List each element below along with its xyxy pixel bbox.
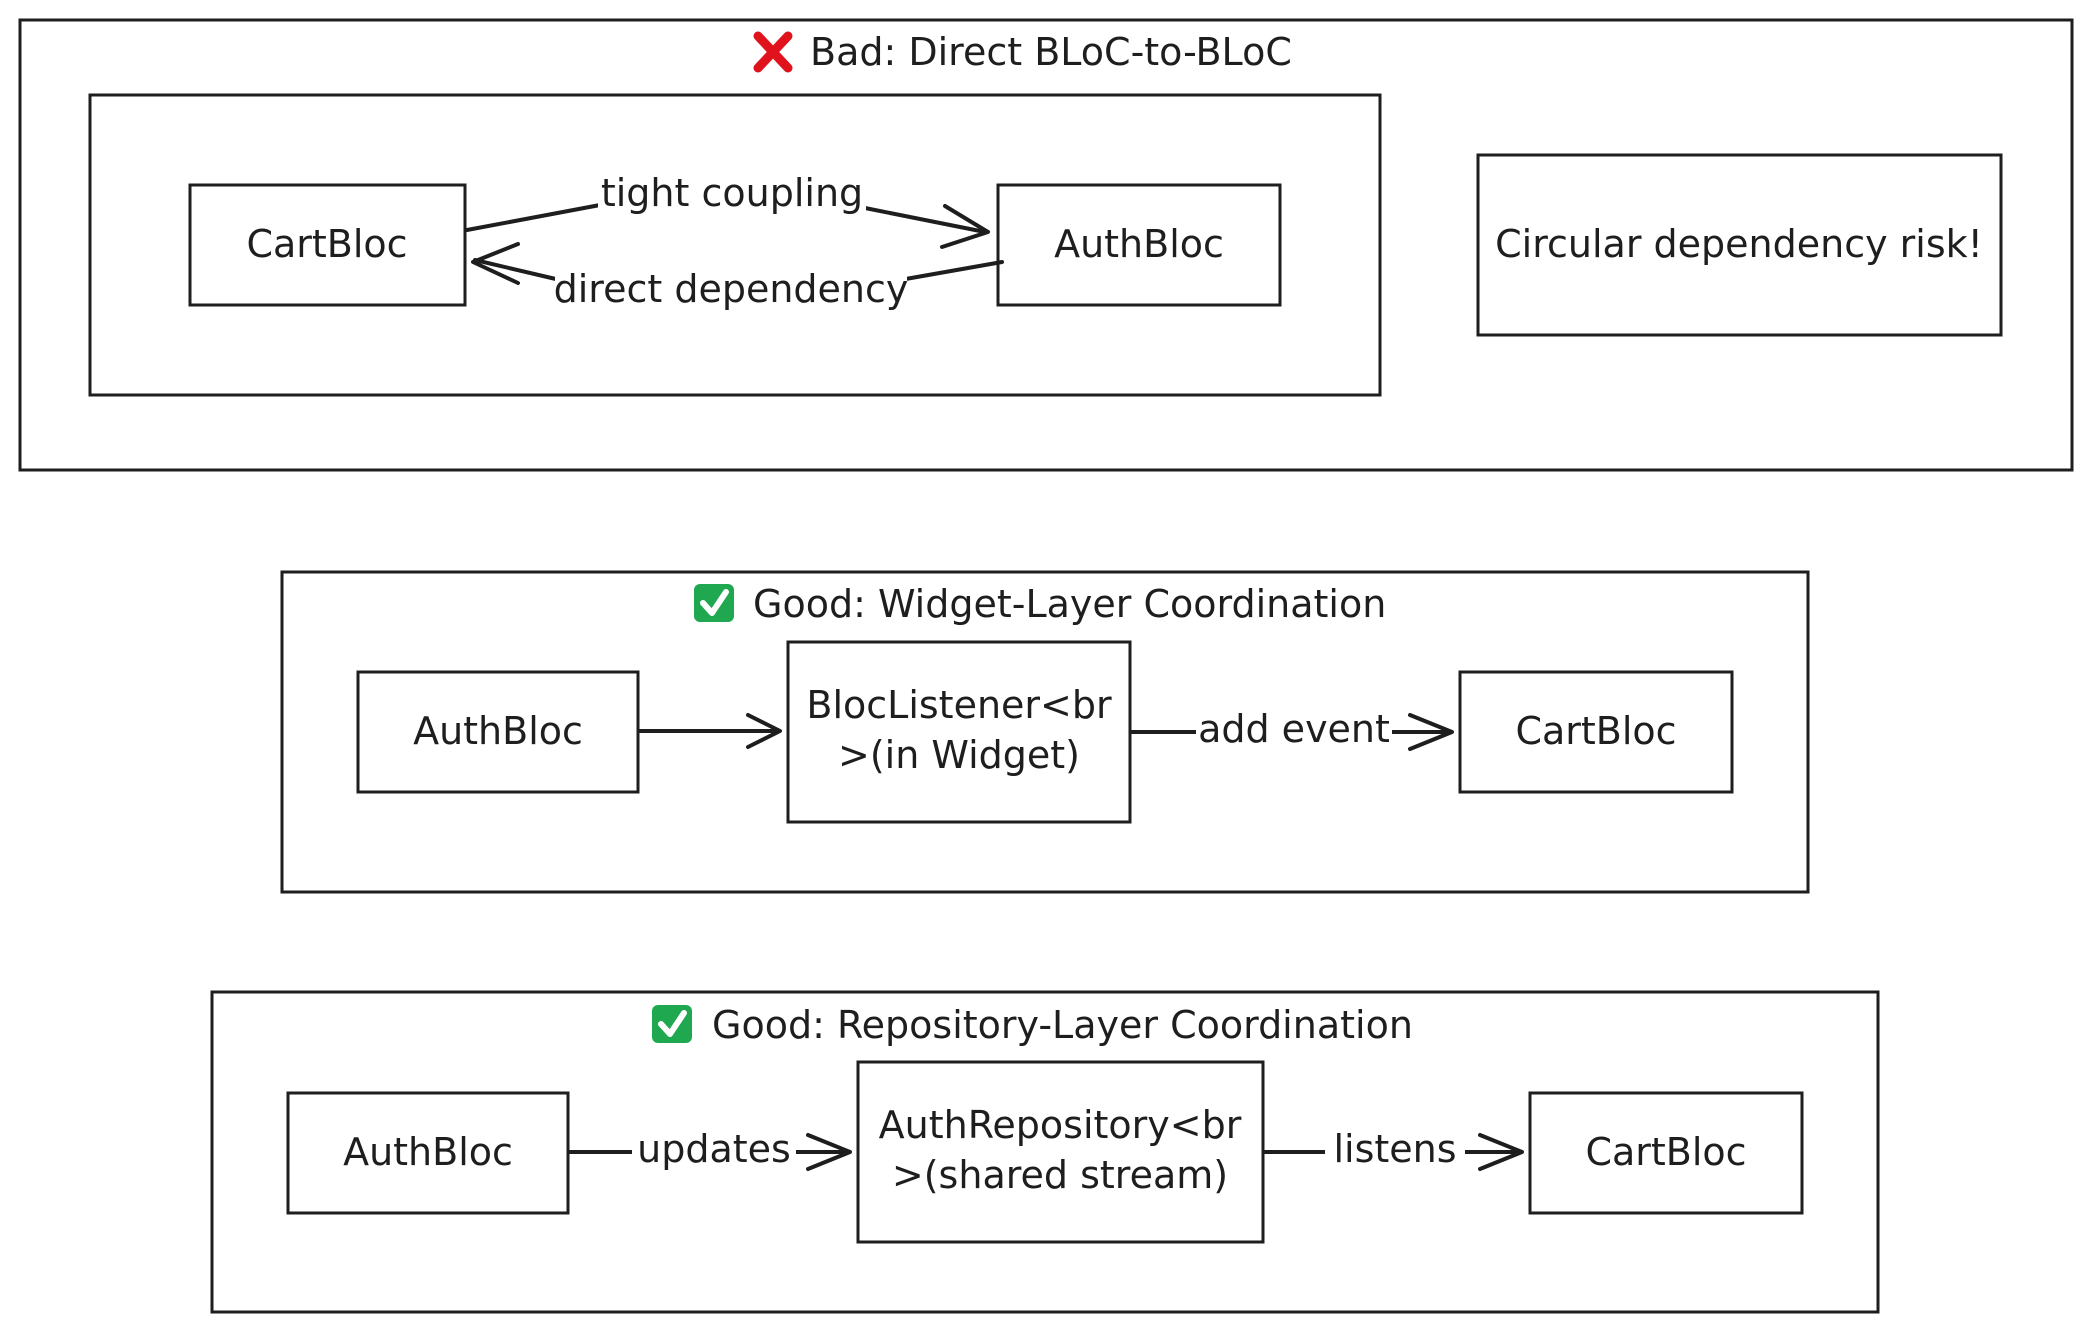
listens-label: listens [1333,1127,1456,1171]
widget-section-header: Good: Widget-Layer Coordination [694,582,1386,626]
add-event-label: add event [1198,707,1390,751]
repo-authbloc-label: AuthBloc [343,1130,513,1174]
authrepository-node: AuthRepository<br >(shared stream) [856,1060,1265,1244]
updates-label: updates [637,1127,791,1171]
listens-edge: listens [1263,1125,1524,1171]
add-event-edge: add event [1130,705,1454,751]
widget-section: Good: Widget-Layer Coordination AuthBloc… [280,570,1810,894]
check-mark-icon [694,584,734,622]
bad-section-title: Bad: Direct BLoC-to-BLoC [810,30,1292,74]
direct-dependency-edge: direct dependency [471,242,1004,315]
repository-section-frame [210,990,1880,1314]
bad-section-frame [18,18,2074,472]
widget-cartbloc-node: CartBloc [1458,670,1734,794]
repo-cartbloc-node: CartBloc [1528,1091,1804,1215]
repo-authbloc-node: AuthBloc [286,1091,570,1215]
updates-edge: updates [568,1125,852,1171]
bad-section-header: Bad: Direct BLoC-to-BLoC [753,30,1292,74]
bad-authbloc-label: AuthBloc [1054,222,1224,266]
widget-cartbloc-label: CartBloc [1515,709,1676,753]
cross-mark-icon [753,31,793,73]
bloclistener-node: BlocListener<br >(in Widget) [786,640,1132,824]
bad-cartbloc-node: CartBloc [188,183,467,307]
circular-dependency-label: Circular dependency risk! [1495,222,1983,266]
tight-coupling-label: tight coupling [601,171,863,215]
check-mark-icon [652,1005,692,1043]
bloclistener-label-line1: BlocListener<br [806,683,1112,727]
auth-to-listener-edge [638,713,782,749]
bad-inner-frame [88,93,1382,397]
bad-cartbloc-label: CartBloc [246,222,407,266]
circular-dependency-note: Circular dependency risk! [1476,153,2003,337]
bad-authbloc-node: AuthBloc [996,183,1282,307]
tight-coupling-edge: tight coupling [465,170,990,249]
authrepository-label-line1: AuthRepository<br [879,1103,1242,1147]
repo-cartbloc-label: CartBloc [1585,1130,1746,1174]
repository-section-title: Good: Repository-Layer Coordination [712,1003,1413,1047]
widget-section-frame [280,570,1810,894]
repository-section: Good: Repository-Layer Coordination Auth… [210,990,1880,1314]
widget-authbloc-node: AuthBloc [356,670,640,794]
bloclistener-label-line2: >(in Widget) [838,733,1080,777]
bad-section: Bad: Direct BLoC-to-BLoC CartBloc AuthBl… [18,18,2074,472]
widget-section-title: Good: Widget-Layer Coordination [753,582,1386,626]
widget-authbloc-label: AuthBloc [413,709,583,753]
repository-section-header: Good: Repository-Layer Coordination [652,1003,1413,1047]
direct-dependency-label: direct dependency [554,267,909,311]
authrepository-label-line2: >(shared stream) [892,1153,1228,1197]
